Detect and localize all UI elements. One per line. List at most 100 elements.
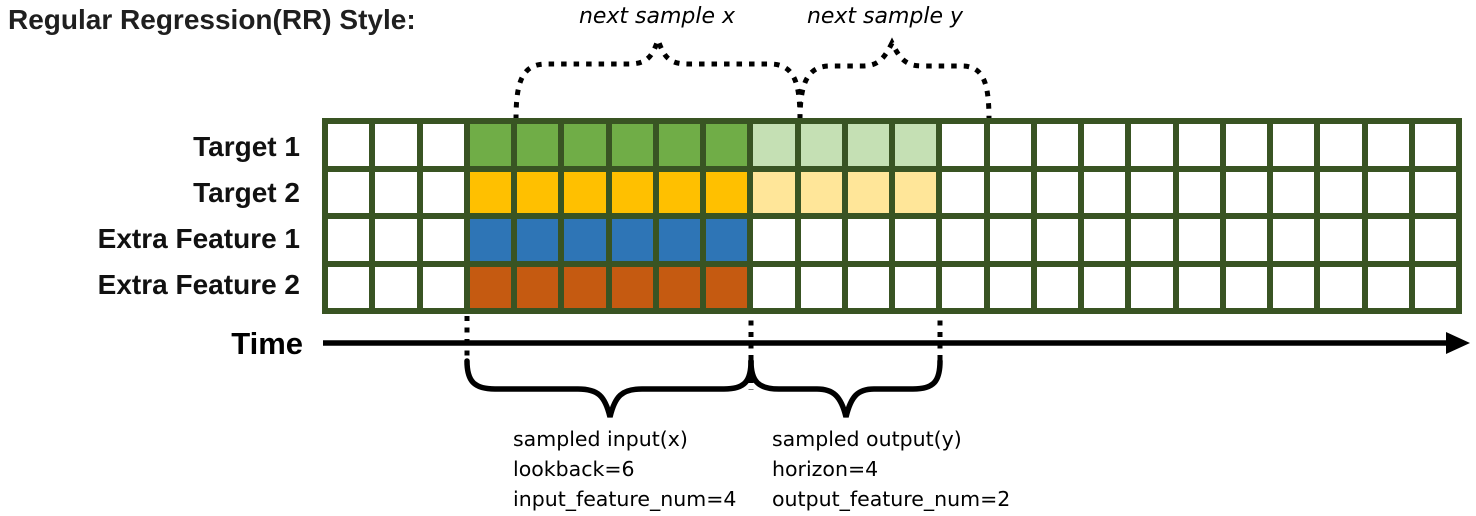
grid-cell <box>1036 124 1078 166</box>
grid-cell <box>989 171 1031 213</box>
sampled-input-title: sampled input(x) <box>513 427 688 451</box>
grid-cell <box>1131 219 1173 261</box>
sampled-output-annotation: sampled output(y) horizon=4 output_featu… <box>772 424 1010 514</box>
grid-cell <box>422 171 464 213</box>
grid-cell <box>989 124 1031 166</box>
grid-cell <box>942 124 984 166</box>
grid-cell <box>375 266 417 308</box>
grid-cell <box>328 266 370 308</box>
grid-cell <box>706 171 748 213</box>
grid-cell <box>1320 219 1362 261</box>
grid-cell <box>1273 266 1315 308</box>
grid-cell <box>1225 219 1267 261</box>
grid-cell <box>1084 266 1126 308</box>
grid-cell <box>989 219 1031 261</box>
grid-cell <box>517 219 559 261</box>
grid-cell <box>1367 171 1409 213</box>
grid-cell <box>847 219 889 261</box>
grid-cell <box>895 266 937 308</box>
grid-cell <box>375 171 417 213</box>
grid-cell <box>564 219 606 261</box>
grid-cell <box>611 219 653 261</box>
row-label: Extra Feature 1 <box>97 223 300 254</box>
grid-cell <box>800 266 842 308</box>
grid-cell <box>422 219 464 261</box>
sampled-output-title: sampled output(y) <box>772 427 962 451</box>
grid-cell <box>1367 266 1409 308</box>
grid-cell <box>847 124 889 166</box>
grid-cell <box>706 266 748 308</box>
grid-cell <box>564 266 606 308</box>
grid-cell <box>1414 171 1456 213</box>
grid-cell <box>328 171 370 213</box>
grid-cell <box>1367 219 1409 261</box>
grid-cell <box>847 171 889 213</box>
time-axis-arrowhead <box>1446 332 1470 354</box>
grid-cell <box>469 219 511 261</box>
sampled-output-brace <box>748 358 943 418</box>
grid-cell <box>942 219 984 261</box>
input-feature-num-value: input_feature_num=4 <box>513 487 737 511</box>
grid-cell <box>375 124 417 166</box>
grid-cell <box>1273 219 1315 261</box>
sampled-input-annotation: sampled input(x) lookback=6 input_featur… <box>513 424 736 514</box>
grid-cell <box>1131 171 1173 213</box>
grid-cell <box>611 124 653 166</box>
next-sample-x-label: next sample x <box>578 4 736 29</box>
grid-cell <box>706 219 748 261</box>
grid-cell <box>1367 124 1409 166</box>
grid-cell <box>1084 171 1126 213</box>
grid-cell <box>753 124 795 166</box>
grid-cell <box>564 171 606 213</box>
row-label: Target 2 <box>193 177 300 208</box>
grid-cell <box>1036 171 1078 213</box>
lookback-value: lookback=6 <box>513 457 635 481</box>
grid-cell <box>1036 266 1078 308</box>
next-sample-x-brace <box>513 32 803 121</box>
row-label: Extra Feature 2 <box>97 269 300 300</box>
grid-cell <box>895 171 937 213</box>
time-label: Time <box>231 326 303 361</box>
grid-cell <box>658 124 700 166</box>
page-title: Regular Regression(RR) Style: <box>8 4 416 35</box>
grid-cell <box>800 171 842 213</box>
sample-grid <box>322 118 1462 314</box>
grid-cell <box>942 266 984 308</box>
grid-cell <box>1320 124 1362 166</box>
grid-cell <box>800 124 842 166</box>
grid-cell <box>847 266 889 308</box>
grid-cell <box>564 124 606 166</box>
grid-cell <box>706 124 748 166</box>
grid-cell <box>375 219 417 261</box>
grid-cell <box>1178 124 1220 166</box>
grid-cell <box>1414 219 1456 261</box>
grid-cell <box>422 266 464 308</box>
output-feature-num-value: output_feature_num=2 <box>772 487 1011 511</box>
grid-cell <box>611 171 653 213</box>
grid-cell <box>753 171 795 213</box>
grid-cell <box>989 266 1031 308</box>
grid-cell <box>1178 266 1220 308</box>
grid-cell <box>422 124 464 166</box>
grid-cell <box>1225 124 1267 166</box>
grid-cell <box>895 219 937 261</box>
grid-cell <box>1273 124 1315 166</box>
grid-cell <box>1036 219 1078 261</box>
grid-cell <box>517 124 559 166</box>
grid-cell <box>517 171 559 213</box>
next-sample-y-label: next sample y <box>806 4 964 29</box>
grid-cell <box>658 171 700 213</box>
grid-cell <box>1225 171 1267 213</box>
grid-cell <box>1320 171 1362 213</box>
grid-cell <box>658 219 700 261</box>
grid-cell <box>1084 124 1126 166</box>
grid-cell <box>1084 219 1126 261</box>
grid-cell <box>469 266 511 308</box>
grid-cell <box>1414 266 1456 308</box>
grid-cell <box>1178 171 1220 213</box>
grid-cell <box>328 219 370 261</box>
next-sample-y-brace <box>797 37 992 121</box>
grid-cell <box>469 171 511 213</box>
